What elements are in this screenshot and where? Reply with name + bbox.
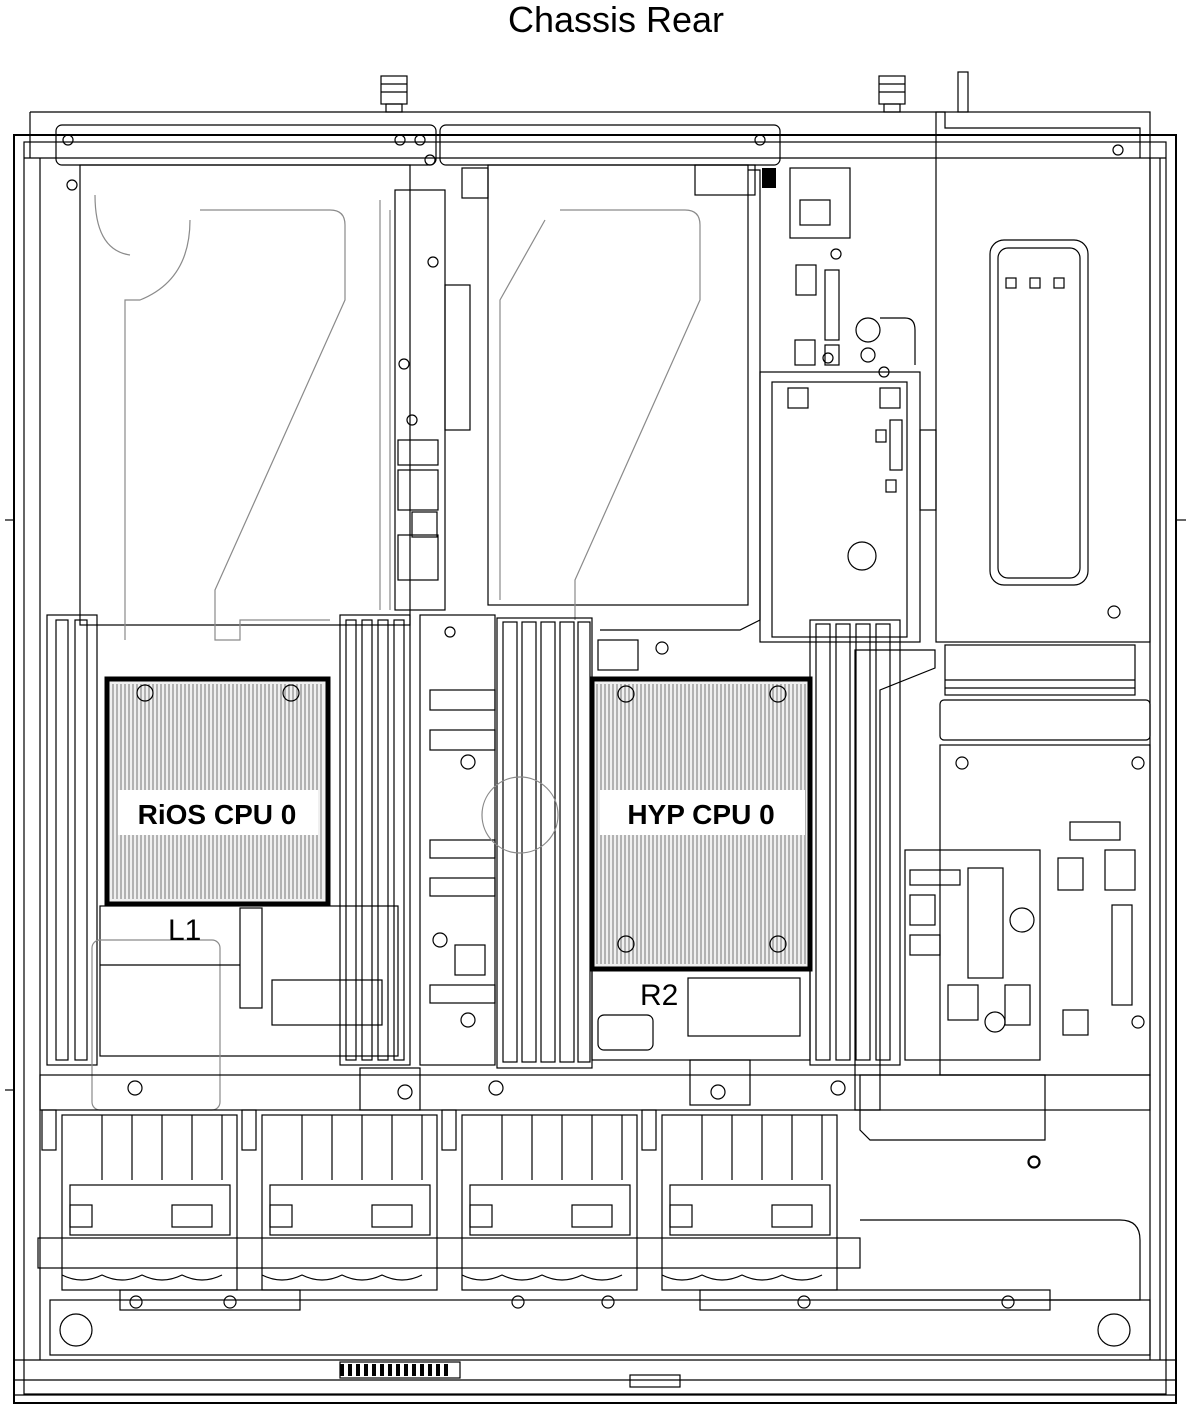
power-supply-bay bbox=[935, 111, 1151, 741]
chassis-screws bbox=[62, 134, 1124, 1168]
diagram-title: Chassis Rear bbox=[508, 0, 724, 40]
fan-retainer-bar bbox=[37, 1237, 861, 1269]
front-vent-slots bbox=[340, 1364, 448, 1376]
rios-cpu-heatsink: RiOS CPU 0 bbox=[104, 676, 331, 907]
top-right-bracket bbox=[694, 164, 916, 366]
riser-cage-left bbox=[55, 124, 437, 641]
dimm-bank-right bbox=[809, 619, 936, 1111]
hyp-cpu-heatsink: HYP CPU 0 bbox=[589, 676, 813, 972]
front-bezel bbox=[49, 1289, 1151, 1388]
fan-duct-right bbox=[860, 1219, 1141, 1301]
center-component-column bbox=[419, 614, 669, 1066]
r2-label: R2 bbox=[640, 979, 678, 1012]
dimm-bank-left bbox=[46, 614, 411, 1066]
l1-slot-area: L1 bbox=[91, 905, 399, 1111]
dimm-bank-center bbox=[496, 617, 593, 1069]
fan-bracket-bar bbox=[39, 1059, 1151, 1111]
hyp-cpu-label: HYP CPU 0 bbox=[627, 799, 774, 830]
mid-right-board bbox=[759, 371, 937, 643]
thumbscrew-right bbox=[878, 75, 906, 113]
rios-cpu-label: RiOS CPU 0 bbox=[138, 799, 297, 830]
center-connector-strip bbox=[394, 167, 489, 611]
riser-cage-right bbox=[439, 124, 781, 631]
right-board-section bbox=[859, 744, 1151, 1169]
l1-label: L1 bbox=[168, 914, 201, 947]
fan-modules bbox=[41, 1109, 838, 1291]
thumbscrew-left bbox=[380, 75, 408, 113]
r2-slot-area: R2 bbox=[591, 969, 811, 1061]
rear-latch bbox=[957, 71, 969, 113]
